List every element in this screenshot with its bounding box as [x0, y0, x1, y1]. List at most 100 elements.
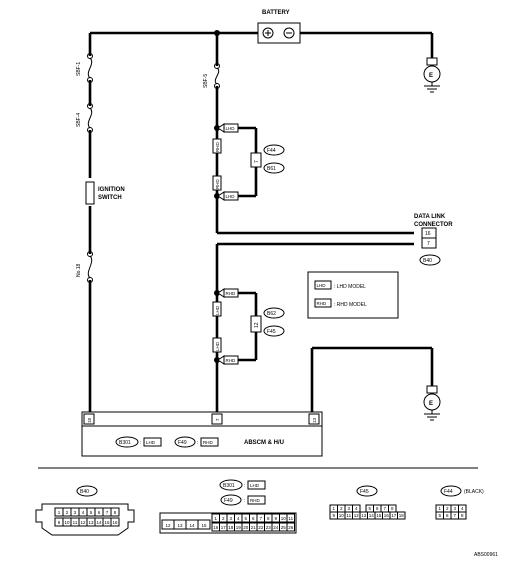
pin-cell — [286, 513, 295, 523]
pin-number: 5 — [90, 510, 93, 515]
connector-view-name: F44 — [444, 489, 453, 495]
pin-cell — [110, 507, 120, 517]
pin-number: 6 — [446, 513, 449, 518]
abscm-module: 18 7 13 B301 : LHD F49 : RHD ABSCM & H/U — [81, 411, 323, 457]
svg-text::: : — [244, 498, 245, 504]
pin-number: 24 — [273, 525, 279, 530]
battery-label: BATTERY — [262, 10, 290, 16]
pin-number: 21 — [251, 525, 257, 530]
module-connector-id: B301 — [119, 440, 131, 446]
dlc-connector-id: B40 — [423, 258, 432, 264]
dlc-label-line2: CONNECTOR — [414, 222, 453, 228]
connector-view-name: B301 — [223, 483, 235, 489]
pin-number: 14 — [189, 523, 195, 528]
connector-view-note: (BLACK) — [464, 489, 484, 495]
pin-number: 4 — [355, 506, 358, 511]
pin-number: 2 — [446, 506, 449, 511]
pin-cell — [286, 522, 295, 532]
pin-cell — [197, 519, 211, 530]
pin-number: 18 — [228, 525, 234, 530]
pin-number: 13 — [177, 523, 183, 528]
pin-cell — [458, 511, 467, 520]
rhd-tag: RHD — [215, 179, 220, 189]
fuse-sbf1: SBF-1 — [76, 53, 93, 83]
pin-number: 5 — [438, 513, 441, 518]
rhd-tag: RHD — [226, 291, 236, 296]
pin-number: 1 — [332, 506, 335, 511]
fuse-label: SBF-4 — [76, 113, 82, 127]
pin-number: 7 — [106, 510, 109, 515]
pin-number: 9 — [58, 520, 61, 525]
pin-number: 12 — [80, 520, 86, 525]
pin-number: 1 — [58, 510, 61, 515]
pin-number: 8 — [461, 513, 464, 518]
svg-text::: : — [244, 483, 245, 489]
ground-symbol: E — [429, 73, 433, 79]
pin-number: 14 — [96, 520, 102, 525]
pin-number: 10 — [339, 513, 345, 518]
pin-number: 11 — [346, 513, 351, 518]
pin-number: 13 — [88, 520, 94, 525]
pin-number: 23 — [266, 525, 272, 530]
pin-number: 2 — [340, 506, 343, 511]
pair-pin: 7 — [254, 160, 260, 163]
pin-number: 1 — [438, 506, 441, 511]
legend-lhd-text: : LHD MODEL — [334, 284, 366, 290]
pin-number: 17 — [391, 513, 397, 518]
pin-number: 10 — [64, 520, 70, 525]
battery: BATTERY — [257, 10, 301, 44]
legend-rhd-tag: RHD — [317, 301, 327, 306]
module-pin: 13 — [312, 417, 317, 423]
lhd-tag: LHD — [226, 194, 236, 199]
ground-bottom: E — [423, 385, 441, 421]
pin-number: 6 — [376, 506, 379, 511]
pin-cell — [110, 517, 120, 527]
pin-number: 3 — [347, 506, 350, 511]
fuse-label: SBF-5 — [203, 74, 209, 88]
svg-text::: : — [140, 440, 141, 446]
pin-number: 3 — [453, 506, 456, 511]
pin-number: 11 — [288, 516, 293, 521]
figure-id: ABS00961 — [474, 552, 498, 558]
data-link-connector: DATA LINK CONNECTOR 16 7 B40 — [414, 214, 453, 266]
fuse-label: SBF-1 — [76, 62, 82, 76]
connector-view-name: B40 — [80, 489, 89, 495]
ground-symbol: E — [429, 401, 433, 407]
connector-view-name: F45 — [360, 489, 369, 495]
pin-number: 8 — [114, 510, 117, 515]
fuse-label: No.18 — [76, 263, 82, 277]
ground-top: E — [423, 57, 441, 93]
model-legend: LHD : LHD MODEL RHD : RHD MODEL — [307, 271, 399, 319]
module-lhd-tag: LHD — [146, 440, 156, 445]
connector-id: F44 — [267, 148, 276, 154]
wiring-lines — [88, 31, 434, 412]
pin-number: 4 — [461, 506, 464, 511]
pin-number: 6 — [252, 516, 255, 521]
connector-id: F45 — [267, 329, 276, 335]
pin-number: 10 — [281, 516, 287, 521]
pin-number: 14 — [369, 513, 375, 518]
pin-number: 2 — [222, 516, 225, 521]
pin-number: 7 — [383, 506, 386, 511]
pin-number: 5 — [368, 506, 371, 511]
pin-number: 16 — [112, 520, 118, 525]
pin-number: 26 — [288, 525, 294, 530]
pin-number: 20 — [243, 525, 249, 530]
connector-view-name: F49 — [224, 498, 233, 504]
pin-number: 9 — [332, 513, 335, 518]
module-connector-id: F49 — [178, 440, 187, 446]
pin-number: 2 — [66, 510, 69, 515]
lower-connector-pair: RHD RHD LHD LHD 12 B62 F45 — [212, 288, 285, 365]
pin-cell — [397, 511, 406, 520]
pin-number: 16 — [213, 525, 219, 530]
connector-view-lhd: LHD — [250, 483, 260, 488]
pin-number: 25 — [281, 525, 287, 530]
connector-id: B62 — [267, 311, 276, 317]
pin-number: 4 — [237, 516, 240, 521]
dlc-pin: 7 — [427, 241, 430, 247]
pin-number: 3 — [229, 516, 232, 521]
pin-number: 3 — [74, 510, 77, 515]
pin-number: 5 — [244, 516, 247, 521]
